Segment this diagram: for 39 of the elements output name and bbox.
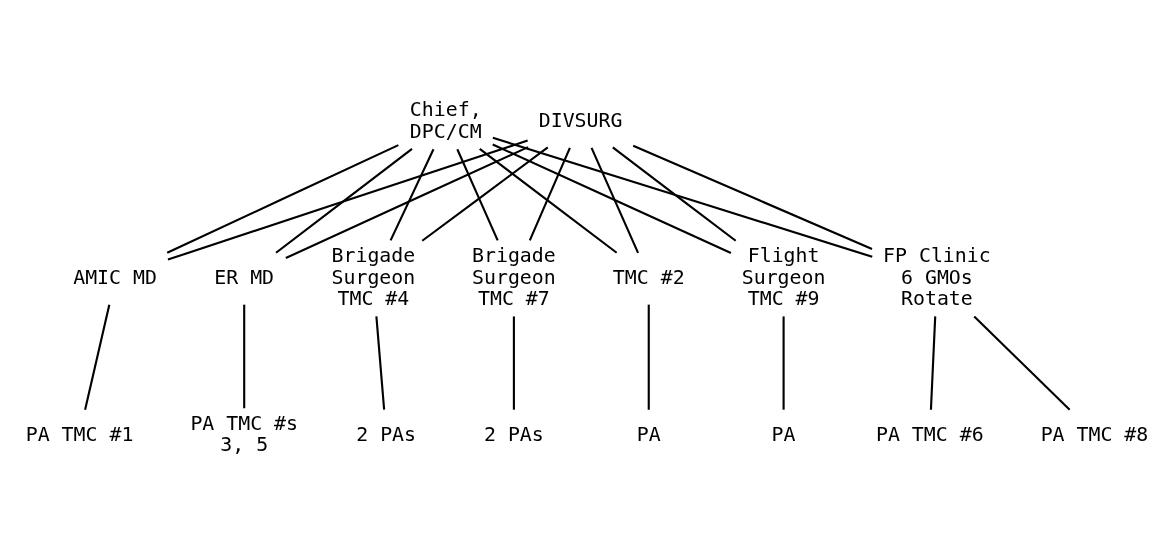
connector bbox=[782, 316, 785, 410]
connector bbox=[590, 147, 640, 254]
connector bbox=[84, 304, 111, 410]
node-text: PA bbox=[636, 422, 661, 446]
node-text: PA TMC #s 3, 5 bbox=[190, 411, 298, 457]
connector bbox=[275, 148, 413, 254]
connector bbox=[632, 144, 873, 250]
node-text: FP Clinic 6 GMOs Rotate bbox=[883, 244, 991, 311]
connector bbox=[243, 304, 246, 409]
node-text: PA TMC #6 bbox=[876, 422, 984, 446]
node-text: Chief, DPC/CM bbox=[409, 98, 482, 143]
connector bbox=[929, 316, 937, 410]
node-text: PA bbox=[771, 422, 796, 446]
node-text: Brigade Surgeon TMC #7 bbox=[472, 244, 556, 311]
node-text: DIVSURG bbox=[538, 108, 623, 132]
connector bbox=[492, 136, 873, 258]
connector bbox=[375, 316, 386, 410]
connector bbox=[479, 148, 618, 254]
connector bbox=[167, 139, 528, 261]
node-text: TMC #2 bbox=[612, 265, 685, 289]
connector bbox=[285, 146, 529, 259]
connector bbox=[456, 148, 499, 241]
connector bbox=[512, 316, 515, 410]
node-text: PA TMC #8 bbox=[1040, 422, 1149, 446]
node-text: ER MD bbox=[214, 265, 275, 289]
connector bbox=[421, 146, 549, 242]
connector bbox=[389, 148, 435, 241]
node-text: 2 PAs bbox=[356, 422, 417, 446]
connector bbox=[166, 144, 399, 254]
connector bbox=[612, 146, 737, 242]
connector bbox=[528, 147, 571, 241]
node-text: 2 PAs bbox=[484, 422, 544, 446]
node-text: Flight Surgeon TMC #9 bbox=[741, 244, 826, 311]
connector bbox=[973, 315, 1071, 411]
node-text: AMIC MD bbox=[73, 265, 157, 289]
connector bbox=[492, 143, 732, 255]
connector bbox=[647, 304, 650, 410]
node-text: Brigade Surgeon TMC #4 bbox=[331, 244, 416, 311]
node-text: PA TMC #1 bbox=[25, 422, 134, 446]
